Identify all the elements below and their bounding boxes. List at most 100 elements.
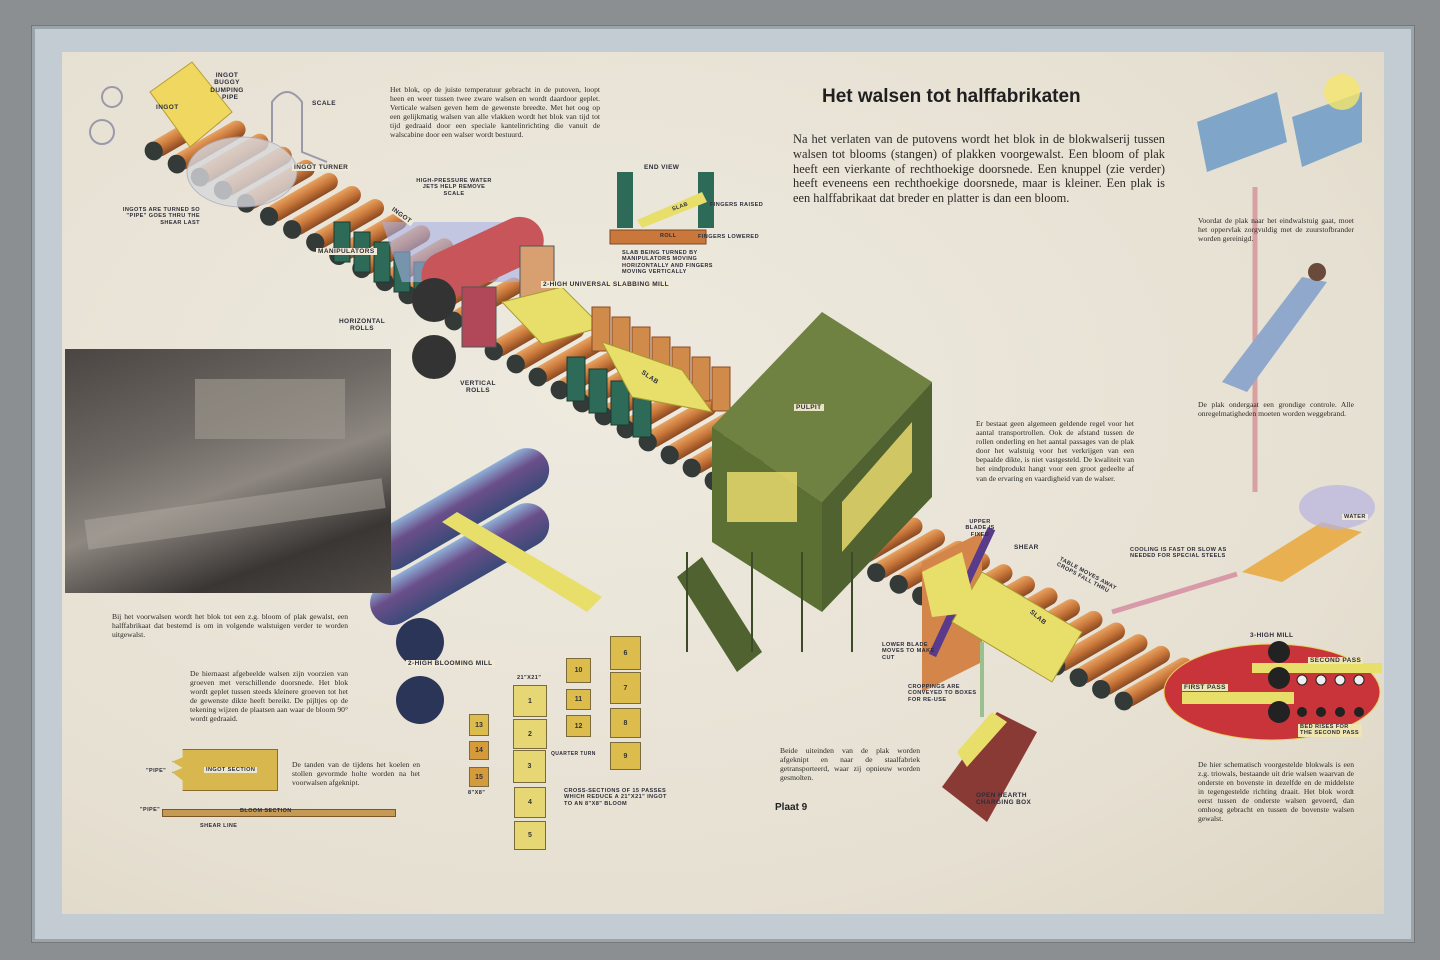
label-ingot-turner: INGOT TURNER	[292, 164, 351, 172]
process-arrow	[1111, 571, 1238, 615]
text-regel: Er bestaat geen algemeen geldende regel …	[976, 419, 1134, 483]
roller	[259, 172, 338, 226]
manipulator	[610, 380, 630, 426]
roller	[867, 529, 945, 583]
bloom-bar	[442, 512, 602, 612]
bubble	[101, 86, 123, 108]
side-guard	[591, 306, 611, 352]
label-shear-line: SHEAR LINE	[200, 823, 238, 829]
bed-roller	[1354, 707, 1364, 717]
text-controle: De plak ondergaat een grondige controle.…	[1198, 400, 1354, 418]
horizontal-roll-upper	[421, 216, 544, 300]
label-vertical-rolls: VERTICAL ROLLS	[460, 380, 496, 395]
horizontal-roll-end	[412, 335, 456, 379]
label-water: WATER	[1342, 514, 1368, 521]
label-ingot-section: INGOT SECTION	[204, 767, 258, 774]
bed-roller	[1297, 707, 1307, 717]
first-pass-slab	[1182, 692, 1294, 704]
illustration	[89, 61, 1382, 822]
text-triowals: De hier schematisch voorgestelde blokwal…	[1198, 760, 1354, 823]
label-water-jets: HIGH-PRESSURE WATER JETS HELP REMOVE SCA…	[416, 178, 492, 197]
label-size-in: 21"X21"	[517, 675, 542, 681]
blooming-roll-lower	[370, 503, 550, 626]
poster: Het walsen tot halffabrikaten Na het ver…	[62, 52, 1384, 914]
pass-cross-section: 9	[610, 742, 641, 770]
page-title: Het walsen tot halffabrikaten	[822, 86, 1081, 107]
pulpit-windows	[727, 472, 797, 522]
roller	[1069, 634, 1148, 688]
label-upper-blade: UPPER BLADE IS FIXED	[965, 519, 995, 538]
end-view-roll	[609, 229, 707, 245]
scale	[271, 91, 328, 163]
mill-photograph	[65, 349, 391, 593]
intro-text: Na het verlaten van de putovens wordt he…	[793, 132, 1165, 206]
end-view-slab	[637, 192, 707, 228]
manipulator	[588, 368, 608, 414]
cooling-slab	[1242, 522, 1362, 582]
ingot-turner-platform	[186, 136, 298, 208]
inspection-slab	[1222, 277, 1327, 392]
pass-cross-section: 10	[566, 658, 591, 683]
second-pass-slab	[1252, 663, 1382, 673]
slab-on-table	[600, 341, 714, 413]
pulpit-windows	[842, 422, 912, 552]
label-size-out: 8"X8"	[468, 790, 486, 796]
mill-roll	[1268, 667, 1290, 689]
pass-cross-section: 2	[513, 719, 547, 749]
pass-cross-section: 14	[469, 741, 489, 760]
label-shear: SHEAR	[1014, 544, 1039, 551]
label-quarter-turn: QUARTER TURN	[551, 751, 596, 757]
ingot-buggy	[149, 61, 233, 148]
label-second-pass: SECOND PASS	[1308, 657, 1364, 665]
label-scale: SCALE	[312, 100, 337, 107]
label-ingot-buggy: INGOT BUGGY DUMPING	[210, 72, 244, 94]
label-slab-turned: SLAB BEING TURNED BY MANIPULATORS MOVING…	[622, 250, 713, 275]
pass-cross-section: 13	[469, 714, 489, 736]
water-spray	[1299, 485, 1375, 529]
bed-roller	[1296, 674, 1308, 686]
mill-roll	[1268, 701, 1290, 723]
label-fingers-lowered: FINGERS LOWERED	[698, 234, 760, 240]
bloom-section	[162, 809, 396, 817]
slab-cleaning-2	[1292, 92, 1362, 167]
text-eindwalstuig: Voordat de plak naar het eindwalstuig ga…	[1198, 216, 1354, 243]
slab-cleaning-1	[1197, 92, 1287, 172]
bed-roller	[1335, 707, 1345, 717]
blooming-roll-upper	[370, 448, 550, 571]
vertical-roll	[461, 286, 497, 348]
label-bloom-section: BLOOM SECTION	[240, 808, 292, 814]
pass-cross-section: 1	[513, 685, 547, 717]
torch-flame	[1324, 74, 1360, 110]
bubble	[89, 119, 115, 145]
label-ingots-turned: INGOTS ARE TURNED SO "PIPE" GOES THRU TH…	[122, 207, 200, 226]
mill-roll	[1268, 641, 1290, 663]
pass-cross-section: 3	[513, 750, 546, 783]
label-bed-rises: BED RISES FOR THE SECOND PASS	[1298, 724, 1362, 737]
roller	[283, 185, 361, 239]
label-pulpit: PULPIT	[794, 404, 824, 412]
label-first-pass: FIRST PASS	[1182, 684, 1228, 692]
end-view-manipulator	[617, 172, 633, 228]
blooming-roll-end	[396, 676, 444, 724]
roller	[1092, 645, 1170, 699]
text-groeven: De hiernaast afgebeelde walsen zijn voor…	[190, 669, 348, 723]
side-guard	[711, 366, 731, 412]
pass-cross-section: 7	[610, 672, 641, 704]
label-croppings: CROPPINGS ARE CONVEYED TO BOXES FOR RE-U…	[908, 684, 977, 703]
pass-cross-section: 5	[514, 821, 546, 850]
pass-cross-section: 11	[566, 689, 591, 710]
label-three-high-mill: 3-HIGH MILL	[1250, 632, 1294, 639]
bed-roller	[1334, 674, 1346, 686]
label-lower-blade: LOWER BLADE MOVES TO MAKE CUT	[882, 642, 935, 661]
label-fingers-raised: FINGERS RAISED	[710, 202, 764, 208]
stairs	[677, 557, 762, 672]
charging-box-crop	[957, 712, 1007, 767]
charging-box	[942, 712, 1037, 822]
crop-end	[922, 552, 977, 617]
label-manipulators: MANIPULATORS	[316, 248, 377, 256]
pass-cross-section: 6	[610, 636, 641, 670]
plate-number: Plaat 9	[775, 802, 808, 813]
label-charging-box: OPEN HEARTH CHARGING BOX	[976, 792, 1032, 807]
label-horizontal-rolls: HORIZONTAL ROLLS	[338, 318, 386, 333]
label-pipe-bloom: "PIPE"	[140, 807, 161, 813]
